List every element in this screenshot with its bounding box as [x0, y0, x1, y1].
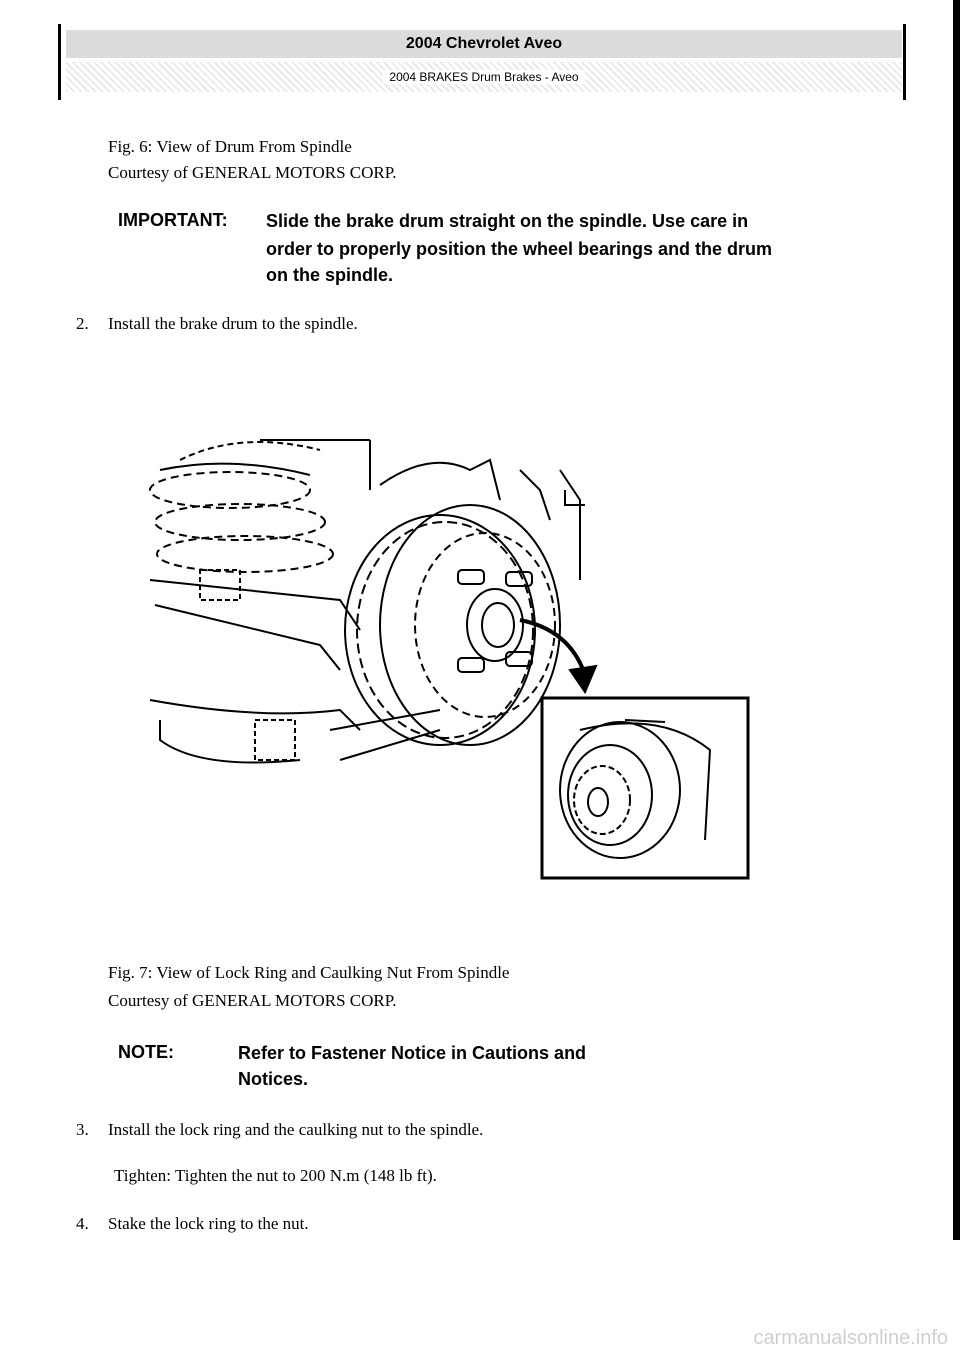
- important-text-line2: order to properly position the wheel bea…: [266, 239, 773, 259]
- fig7-caption-line2: Courtesy of GENERAL MOTORS CORP.: [108, 991, 397, 1010]
- note-label: NOTE:: [118, 1042, 174, 1062]
- note-text-line2: Notices.: [238, 1069, 309, 1089]
- step4-text: Stake the lock ring to the nut.: [108, 1214, 309, 1233]
- header-left-bar: [58, 24, 61, 100]
- fig7-caption-line1: Fig. 7: View of Lock Ring and Caulking N…: [108, 963, 510, 982]
- header-right-bar: [903, 24, 906, 100]
- header-subtitle-text: 2004 BRAKES Drum Brakes - Aveo: [383, 70, 585, 84]
- important-text-line3: on the spindle.: [266, 265, 394, 285]
- tighten-spec: Tighten: Tighten the nut to 200 N.m (148…: [114, 1166, 437, 1185]
- page-edge-bar: [953, 0, 960, 1240]
- watermark: carmanualsonline.info: [753, 1327, 948, 1349]
- important-text-line1: Slide the brake drum straight on the spi…: [266, 211, 749, 231]
- fig6-caption-line2: Courtesy of GENERAL MOTORS CORP.: [108, 163, 397, 182]
- fig6-caption-line1: Fig. 6: View of Drum From Spindle: [108, 137, 352, 156]
- step2-number: 2.: [76, 314, 89, 333]
- brake-drum-illustration: [149, 439, 750, 880]
- header-subtitle: 2004 BRAKES Drum Brakes - Aveo: [66, 62, 902, 92]
- note-text-line1: Refer to Fastener Notice in Cautions and: [238, 1043, 587, 1063]
- step3-number: 3.: [76, 1120, 89, 1139]
- step2-text: Install the brake drum to the spindle.: [108, 314, 358, 333]
- step4-number: 4.: [76, 1214, 89, 1233]
- step3-text: Install the lock ring and the caulking n…: [108, 1120, 484, 1139]
- header-title: 2004 Chevrolet Aveo: [66, 30, 902, 58]
- important-label: IMPORTANT:: [118, 210, 228, 230]
